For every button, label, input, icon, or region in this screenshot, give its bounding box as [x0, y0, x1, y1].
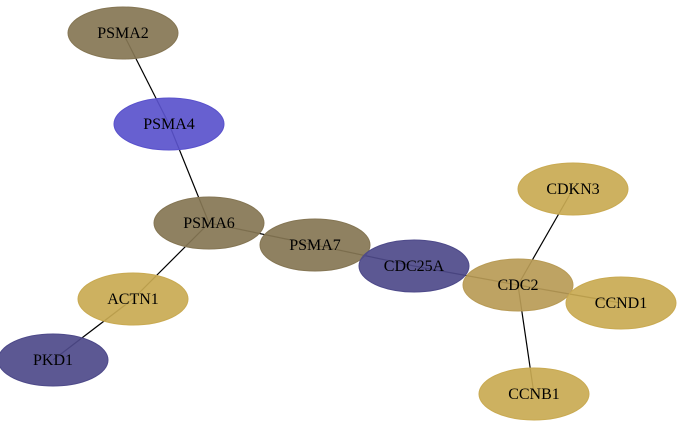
- node-ellipse[interactable]: [358, 239, 470, 293]
- node-ellipse[interactable]: [478, 367, 590, 421]
- node-label: CDC25A: [384, 258, 445, 275]
- node-cdc2[interactable]: CDC2: [462, 258, 574, 312]
- node-ellipse[interactable]: [153, 196, 265, 250]
- node-label: PSMA2: [97, 25, 149, 42]
- node-ellipse[interactable]: [462, 258, 574, 312]
- node-cdkn3[interactable]: CDKN3: [517, 162, 629, 216]
- node-label: CCNB1: [508, 386, 560, 403]
- node-label: CDKN3: [546, 181, 599, 198]
- node-psma7[interactable]: PSMA7: [259, 218, 371, 272]
- edges-layer: [52, 32, 622, 395]
- node-ellipse[interactable]: [517, 162, 629, 216]
- node-label: CCND1: [595, 295, 647, 312]
- node-ellipse[interactable]: [565, 276, 677, 330]
- node-actn1[interactable]: ACTN1: [77, 272, 189, 326]
- node-label: PSMA6: [183, 215, 235, 232]
- node-ellipse[interactable]: [77, 272, 189, 326]
- node-psma2[interactable]: PSMA2: [67, 6, 179, 60]
- node-label: PKD1: [33, 352, 73, 369]
- node-ellipse[interactable]: [67, 6, 179, 60]
- node-pkd1[interactable]: PKD1: [0, 333, 109, 387]
- node-psma4[interactable]: PSMA4: [113, 97, 225, 151]
- node-ellipse[interactable]: [259, 218, 371, 272]
- node-cdc25a[interactable]: CDC25A: [358, 239, 470, 293]
- node-ccnd1[interactable]: CCND1: [565, 276, 677, 330]
- node-label: CDC2: [498, 277, 539, 294]
- node-label: ACTN1: [107, 291, 159, 308]
- node-label: PSMA7: [289, 237, 341, 254]
- node-ccnb1[interactable]: CCNB1: [478, 367, 590, 421]
- node-psma6[interactable]: PSMA6: [153, 196, 265, 250]
- node-ellipse[interactable]: [113, 97, 225, 151]
- node-ellipse[interactable]: [0, 333, 109, 387]
- node-label: PSMA4: [143, 116, 195, 133]
- nodes-layer: PSMA2PSMA4PSMA6PSMA7CDC25AACTN1PKD1CDC2C…: [0, 6, 677, 421]
